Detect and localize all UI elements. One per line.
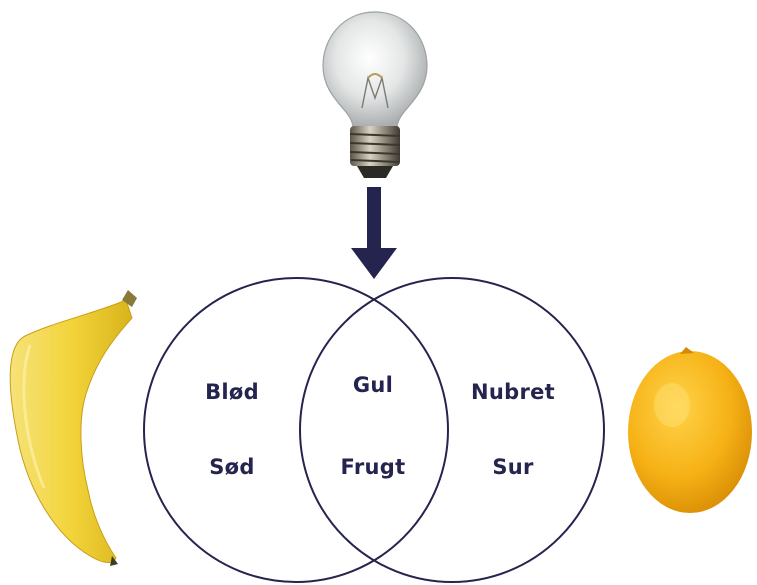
label-left-bottom: Sød (209, 455, 255, 479)
lemon-image (628, 347, 752, 513)
lightbulb-icon (322, 11, 428, 178)
banana-image (9, 290, 137, 566)
venn-circle-right (299, 277, 605, 583)
label-left-top: Blød (205, 380, 259, 404)
venn-circle-left (143, 277, 449, 583)
label-center-bottom: Frugt (340, 455, 406, 479)
down-arrow (351, 187, 397, 279)
label-center-top: Gul (352, 373, 394, 397)
label-right-top: Nubret (471, 380, 555, 404)
label-right-bottom: Sur (492, 455, 534, 479)
